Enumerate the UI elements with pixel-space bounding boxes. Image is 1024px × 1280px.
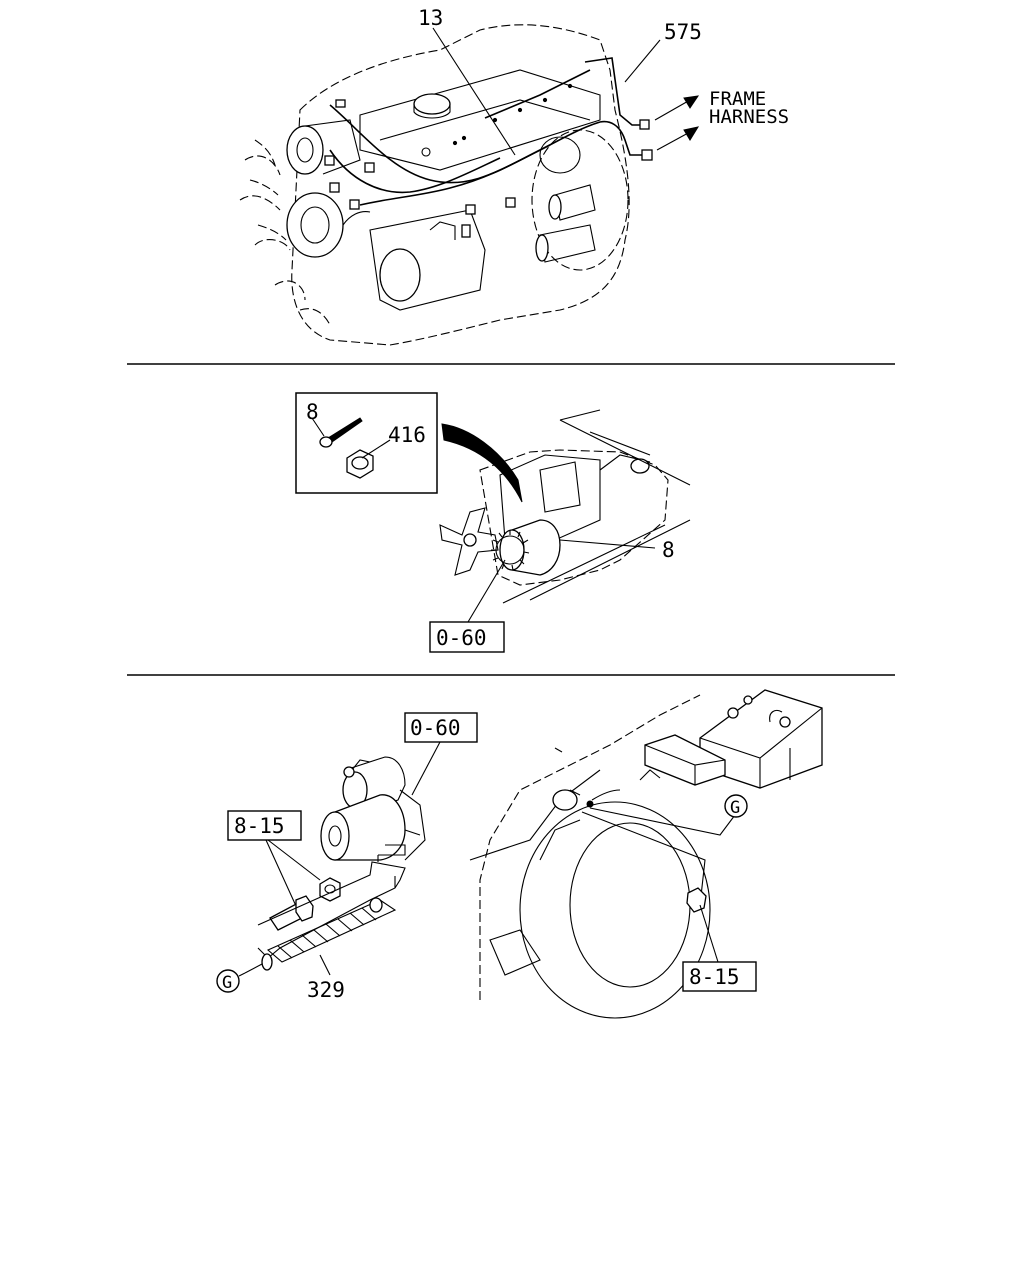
callout-329: 329	[307, 978, 345, 1002]
ground-cable-illustration	[244, 689, 823, 1019]
ref-box-8-15-right-text: 8-15	[689, 965, 740, 989]
ref-box-0-60-middle	[429, 621, 505, 653]
ref-box-8-15-right	[682, 961, 757, 992]
ref-box-0-60-starter-text: 0-60	[410, 716, 461, 740]
harness-connectors	[324, 99, 653, 238]
ground-symbol-right-text: G	[730, 798, 740, 818]
callout-13: 13	[418, 6, 443, 30]
pinion-gear	[491, 530, 530, 571]
ref-box-8-15-left	[227, 810, 302, 841]
ref-box-8-15-left-text: 8-15	[234, 814, 285, 838]
ground-symbol-right	[724, 794, 748, 818]
engine-harness-illustration	[239, 24, 700, 346]
ground-symbol-left	[216, 969, 240, 993]
harness-clips	[452, 83, 573, 146]
callout-416: 416	[388, 423, 426, 447]
callout-8: 8	[662, 538, 675, 562]
ref-box-0-60-starter	[404, 712, 478, 743]
ref-box-0-60-middle-text: 0-60	[436, 626, 487, 650]
starter-mount-illustration	[295, 392, 691, 623]
frame-harness-label-line1: FRAME	[709, 88, 766, 110]
frame-harness-label-line2: HARNESS	[709, 106, 789, 128]
ground-symbol-left-text: G	[222, 973, 232, 993]
cable-stripes	[277, 907, 377, 959]
callout-575: 575	[664, 20, 702, 44]
callout-8-inset: 8	[306, 400, 319, 424]
